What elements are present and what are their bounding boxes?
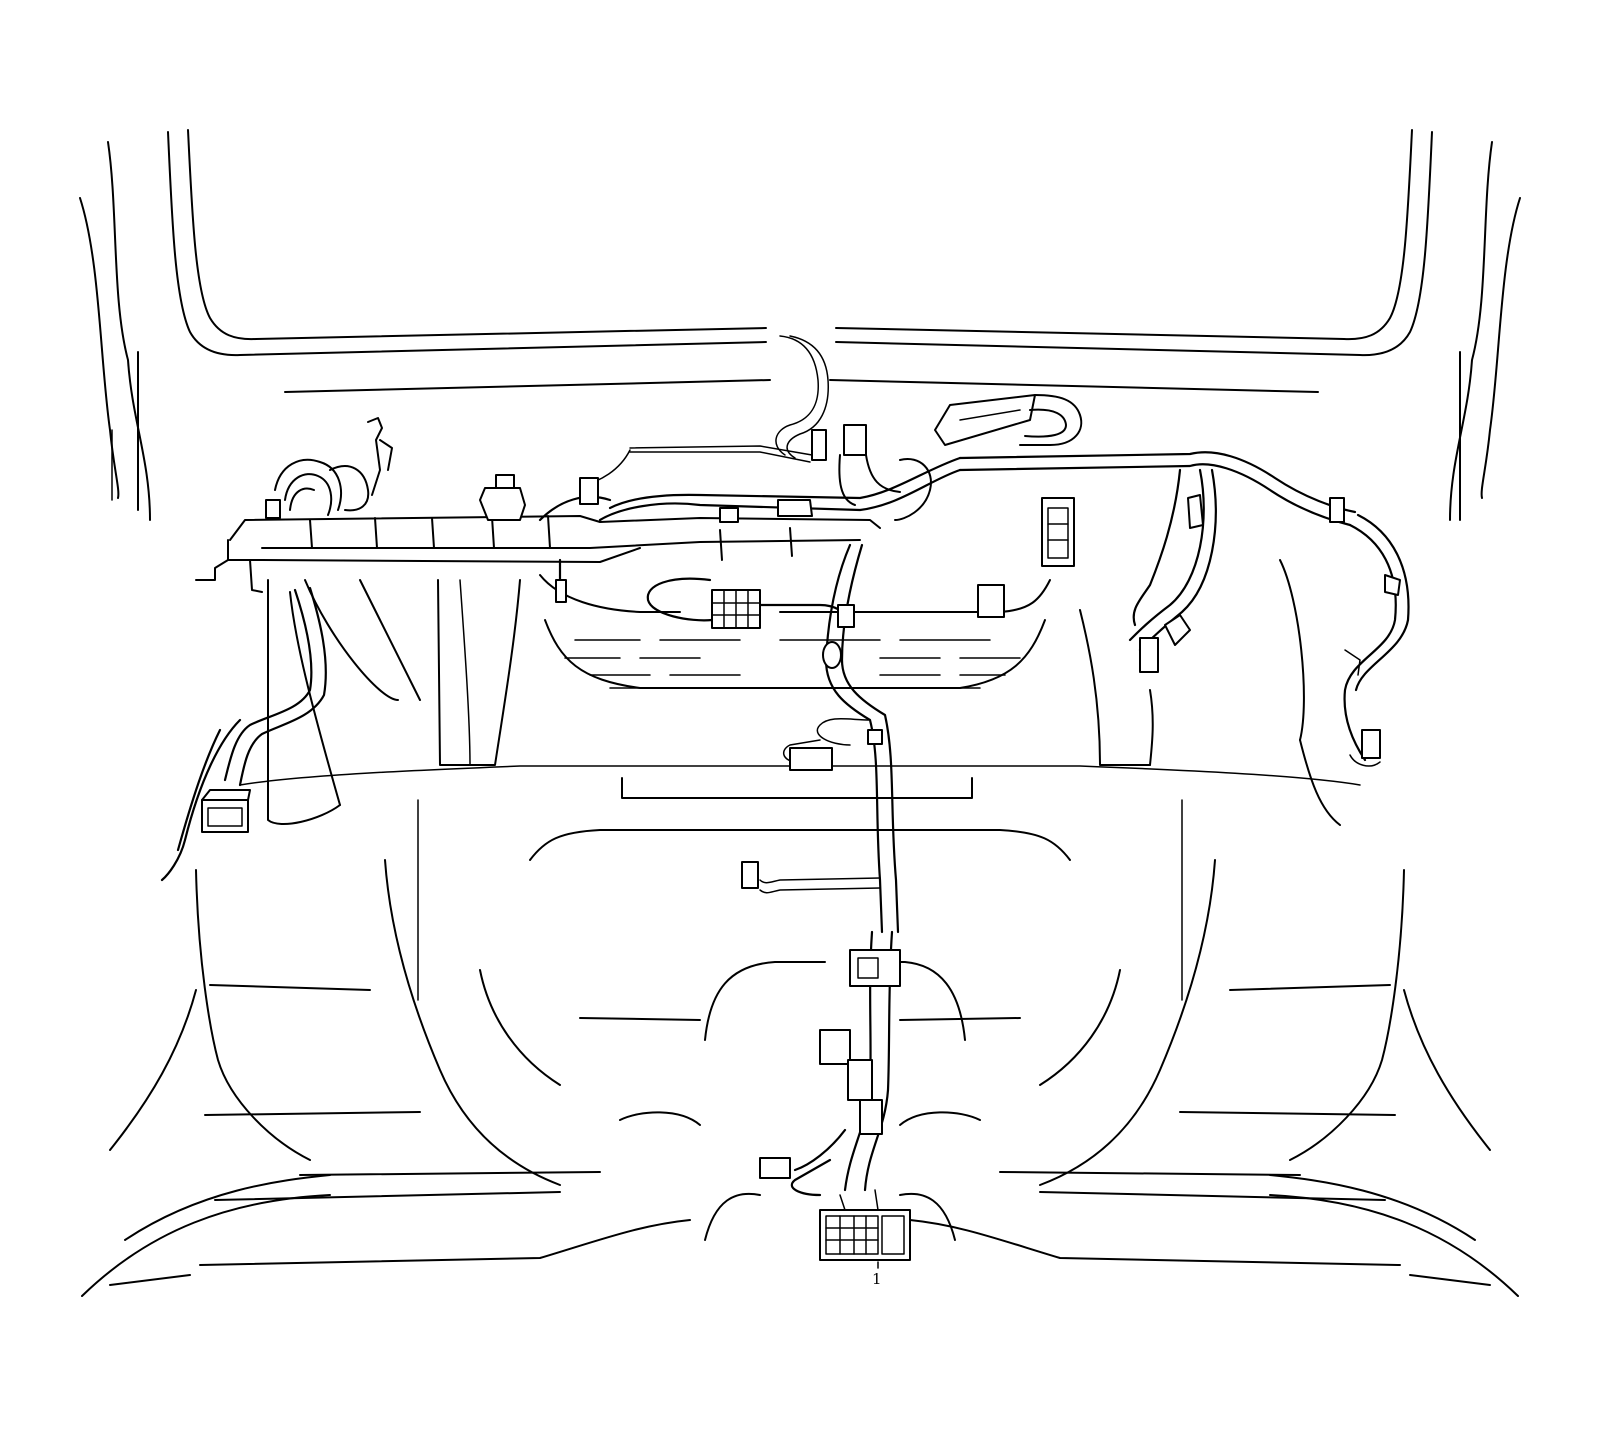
- center-stack-connector: [711, 589, 761, 629]
- harness-connectors: [201, 394, 1401, 1261]
- main-connector: [819, 1189, 911, 1261]
- center-top-connectors: [811, 424, 932, 521]
- main-wiring-harness: [160, 335, 1410, 1197]
- tunnel-connectors: [741, 604, 901, 1179]
- right-dash-connector: [1041, 497, 1075, 567]
- left-upper-connector-cluster: [265, 417, 393, 519]
- left-dash-module: [201, 789, 251, 833]
- instrument-panel-carrier: [195, 515, 1341, 826]
- upper-right-module: [934, 394, 1083, 446]
- callout-label-1: 1: [872, 1270, 882, 1288]
- center-left-connectors: [479, 474, 813, 603]
- right-side-connectors: [977, 494, 1401, 767]
